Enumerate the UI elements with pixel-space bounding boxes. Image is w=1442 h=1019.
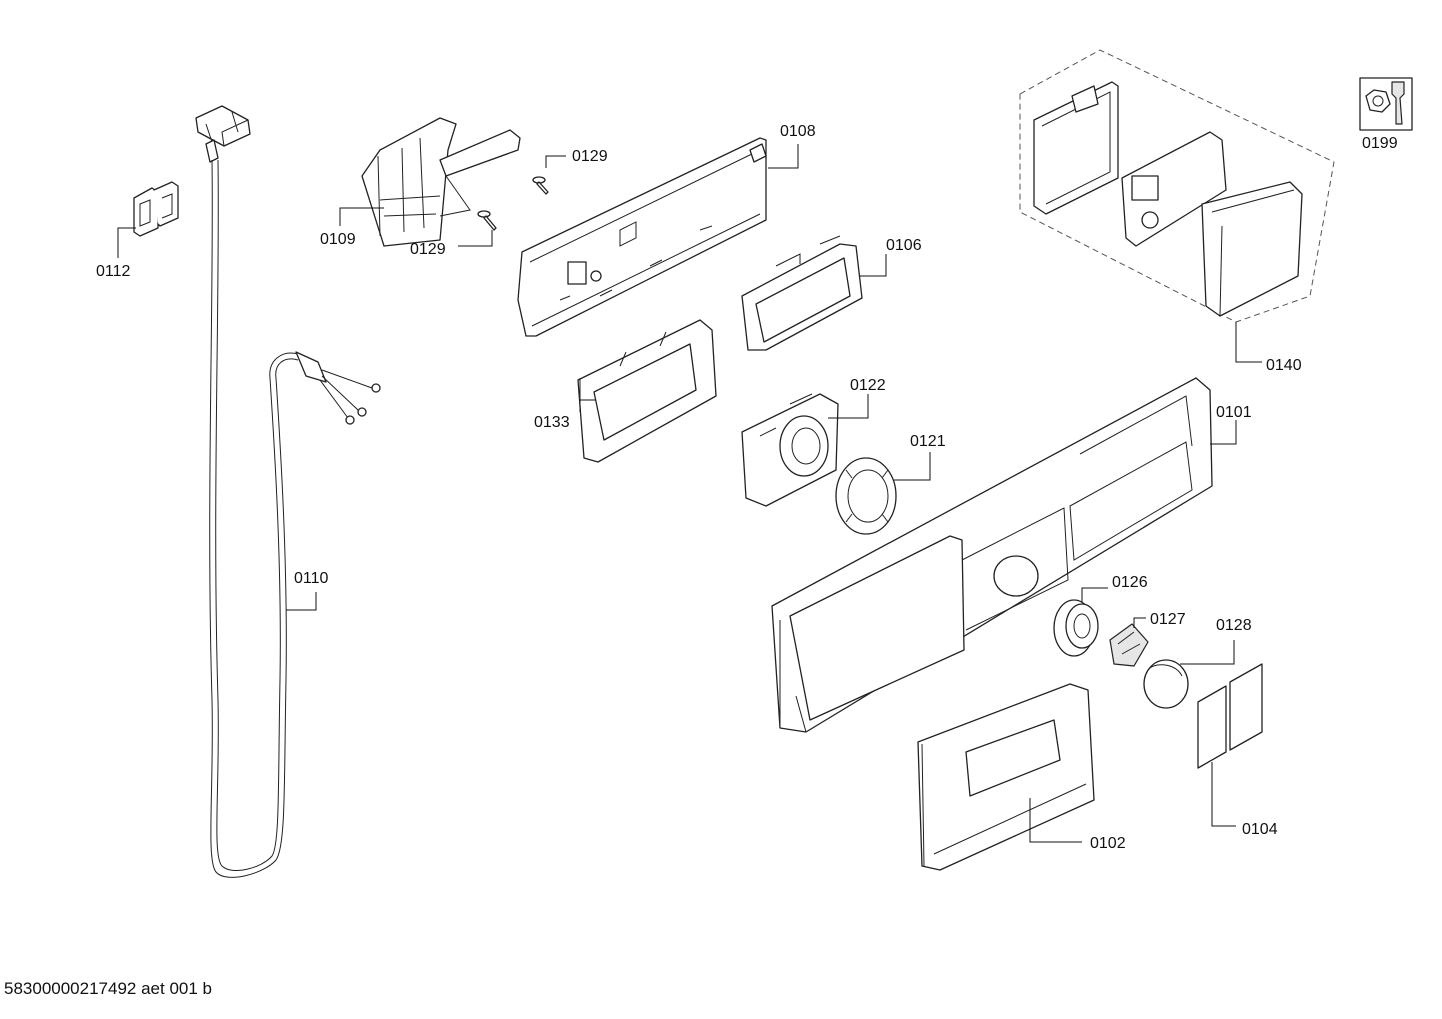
part-0112-cable-clip xyxy=(133,181,179,237)
callout-0104: 0104 xyxy=(1242,821,1278,838)
callout-0140: 0140 xyxy=(1266,357,1302,374)
callout-0129b: 0129 xyxy=(410,241,446,258)
callout-0127: 0127 xyxy=(1150,611,1186,628)
leader-0140 xyxy=(1235,322,1262,363)
part-0109-bracket xyxy=(361,117,521,247)
part-0129-screw-b xyxy=(477,210,497,231)
part-0133-switch-frame xyxy=(577,319,717,463)
leader-0104 xyxy=(1211,762,1236,827)
leader-0126 xyxy=(1081,587,1108,602)
part-0101-control-panel xyxy=(771,377,1213,733)
part-0104-labels xyxy=(1197,663,1263,769)
part-0108-board-carrier xyxy=(517,137,767,337)
leader-0129a xyxy=(545,155,566,168)
callout-0129a: 0129 xyxy=(572,148,608,165)
part-0128-cap xyxy=(1143,659,1189,709)
leader-0122 xyxy=(828,394,869,419)
leader-0108 xyxy=(768,144,799,169)
callout-0109: 0109 xyxy=(320,231,356,248)
leader-0133 xyxy=(579,399,596,412)
callout-0101: 0101 xyxy=(1216,404,1252,421)
part-0110-mains-cable xyxy=(195,105,381,878)
part-0102-handle xyxy=(917,683,1095,871)
callout-0102: 0102 xyxy=(1090,835,1126,852)
callout-0128: 0128 xyxy=(1216,617,1252,634)
callout-0106: 0106 xyxy=(886,237,922,254)
module-group-outline xyxy=(1019,49,1335,323)
part-0127-knob-insert xyxy=(1109,623,1149,667)
callout-0112: 0112 xyxy=(96,263,131,280)
part-0106-display-frame xyxy=(741,235,863,351)
callout-0121: 0121 xyxy=(910,433,946,450)
callout-0122: 0122 xyxy=(850,377,886,394)
part-0122-selector-holder xyxy=(741,393,839,507)
part-0121-ring xyxy=(835,457,897,535)
callout-0133: 0133 xyxy=(534,414,570,431)
leader-0101 xyxy=(1210,420,1237,445)
leader-0106 xyxy=(860,254,887,277)
drawing-number: 58300000217492 aet 001 b xyxy=(4,979,212,998)
part-0140-electronic-module xyxy=(1033,81,1303,317)
part-0126-knob xyxy=(1053,599,1099,657)
nut-and-wrench-icon xyxy=(1359,77,1413,131)
callout-0126: 0126 xyxy=(1112,574,1148,591)
callout-0110: 0110 xyxy=(294,570,329,587)
leader-0110 xyxy=(286,592,317,611)
leader-0112 xyxy=(117,227,136,258)
leader-0121 xyxy=(894,452,931,481)
callout-0108: 0108 xyxy=(780,123,816,140)
leader-0129b xyxy=(458,230,493,247)
leader-0109 xyxy=(339,207,384,226)
leader-0128 xyxy=(1180,640,1235,665)
callout-0199: 0199 xyxy=(1362,135,1398,152)
leader-0127 xyxy=(1133,617,1146,628)
part-0129-screw-a xyxy=(532,176,549,195)
leader-0102 xyxy=(1029,798,1082,843)
